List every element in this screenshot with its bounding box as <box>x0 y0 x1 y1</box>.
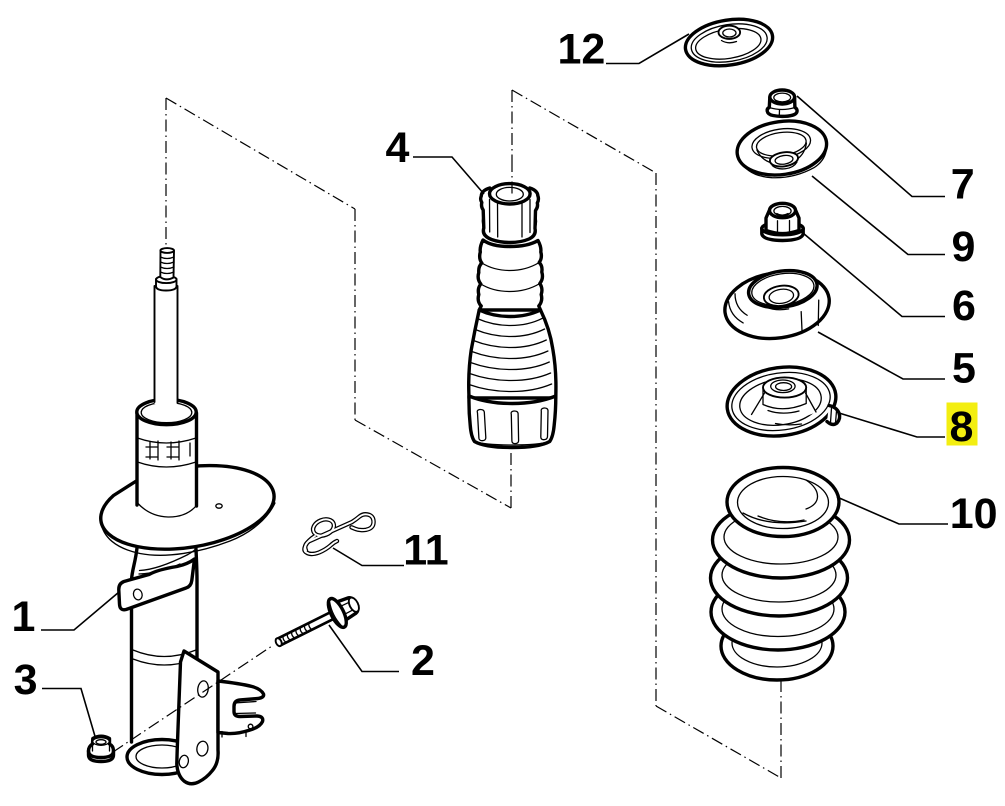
svg-text:10: 10 <box>950 490 998 538</box>
svg-text:8: 8 <box>950 403 974 451</box>
svg-text:4: 4 <box>385 124 409 172</box>
svg-text:6: 6 <box>952 282 976 330</box>
svg-text:12: 12 <box>557 26 605 74</box>
svg-text:9: 9 <box>951 223 975 271</box>
svg-text:1: 1 <box>12 593 36 641</box>
svg-text:11: 11 <box>403 527 448 575</box>
svg-text:7: 7 <box>951 161 975 209</box>
svg-text:3: 3 <box>14 656 38 704</box>
svg-text:2: 2 <box>411 637 435 685</box>
svg-text:5: 5 <box>952 345 976 393</box>
